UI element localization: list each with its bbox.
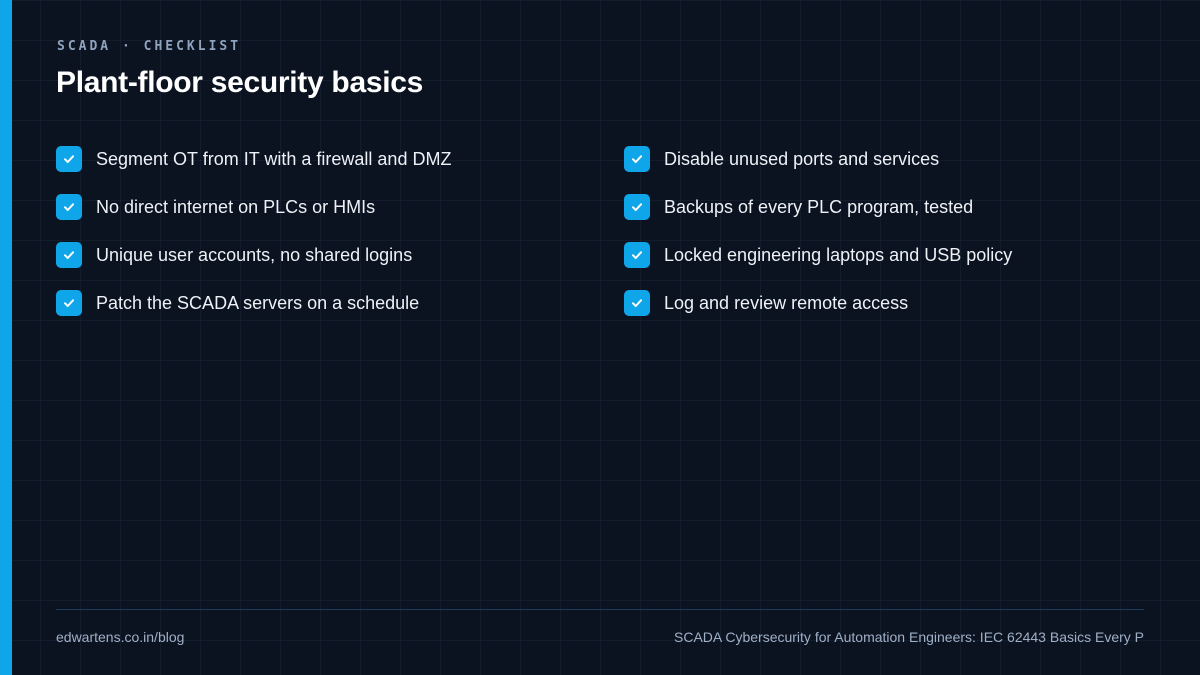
footer-site: edwartens.co.in/blog: [56, 629, 185, 645]
page-title: Plant-floor security basics: [56, 66, 424, 99]
check-icon: [624, 290, 650, 316]
checklist-item: Patch the SCADA servers on a schedule: [56, 289, 596, 317]
checklist-item-label: Backups of every PLC program, tested: [664, 196, 974, 217]
checklist-item: No direct internet on PLCs or HMIs: [56, 193, 596, 221]
checklist-item-label: No direct internet on PLCs or HMIs: [96, 196, 376, 217]
checklist-item-label: Unique user accounts, no shared logins: [96, 244, 413, 265]
check-icon: [624, 146, 650, 172]
checklist-item-label: Segment OT from IT with a firewall and D…: [96, 148, 452, 169]
check-icon: [56, 242, 82, 268]
checklist-item: Log and review remote access: [624, 289, 1164, 317]
footer-article-title: SCADA Cybersecurity for Automation Engin…: [674, 629, 1144, 645]
checklist-item: Locked engineering laptops and USB polic…: [624, 241, 1164, 269]
checklist-item: Disable unused ports and services: [624, 145, 1164, 173]
checklist-item-label: Patch the SCADA servers on a schedule: [96, 292, 420, 313]
checklist-column-right: Disable unused ports and services Backup…: [624, 145, 1164, 337]
footer-divider: [56, 609, 1144, 610]
checklist-item: Backups of every PLC program, tested: [624, 193, 1164, 221]
check-icon: [56, 290, 82, 316]
checklist-item: Segment OT from IT with a firewall and D…: [56, 145, 596, 173]
checklist-column-left: Segment OT from IT with a firewall and D…: [56, 145, 596, 337]
accent-bar: [0, 0, 12, 675]
checklist-item-label: Locked engineering laptops and USB polic…: [664, 244, 1013, 265]
check-icon: [56, 146, 82, 172]
eyebrow-label: SCADA · CHECKLIST: [57, 39, 242, 54]
checklist-item-label: Disable unused ports and services: [664, 148, 940, 169]
check-icon: [56, 194, 82, 220]
checklist-item-label: Log and review remote access: [664, 292, 909, 313]
check-icon: [624, 242, 650, 268]
security-checklist: Segment OT from IT with a firewall and D…: [56, 145, 1156, 335]
checklist-item: Unique user accounts, no shared logins: [56, 241, 596, 269]
check-icon: [624, 194, 650, 220]
